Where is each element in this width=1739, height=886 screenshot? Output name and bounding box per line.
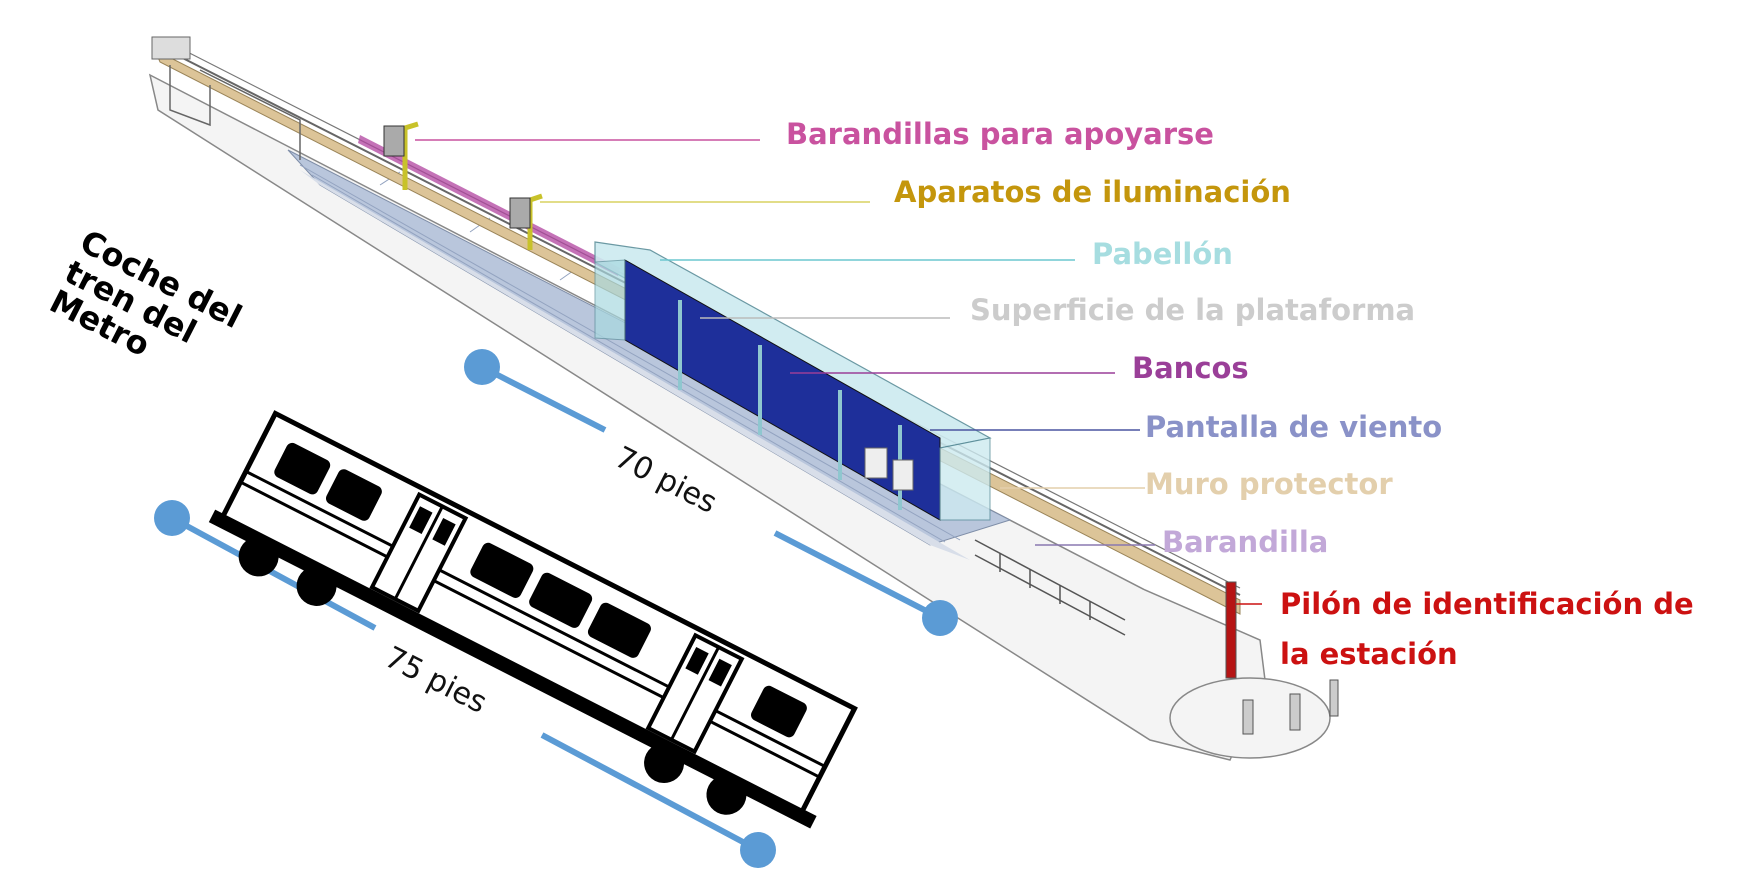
- dimension-endpoint: [464, 349, 500, 385]
- station-pylon: [1225, 581, 1237, 679]
- label-platform-surface: Superficie de la plataforma: [970, 293, 1416, 327]
- label-pavilion: Pabellón: [1092, 237, 1233, 271]
- dimension-endpoint: [922, 600, 958, 636]
- lighting-fixtures: [383, 121, 543, 250]
- label-pylon-line2: la estación: [1280, 637, 1458, 671]
- dimension-train: [154, 500, 776, 868]
- label-lighting: Aparatos de iluminación: [894, 175, 1291, 209]
- label-handrails-lean: Barandillas para apoyarse: [786, 117, 1214, 151]
- dimension-endpoint: [740, 832, 776, 868]
- front-railing: [974, 539, 1126, 636]
- metro-train-car: [208, 410, 858, 829]
- pavilion: [594, 241, 992, 521]
- label-pylon-line1: Pilón de identificación de: [1280, 587, 1694, 621]
- label-windscreen: Pantalla de viento: [1145, 410, 1443, 444]
- label-protective-wall: Muro protector: [1145, 467, 1393, 501]
- leader-lines: [415, 139, 1262, 605]
- platform-surface-lower: [300, 170, 970, 560]
- label-railing: Barandilla: [1162, 525, 1329, 559]
- trash-bin: [864, 447, 888, 479]
- dimension-platform: [464, 349, 958, 636]
- bench-strip: [358, 135, 620, 276]
- end-box: [151, 36, 191, 60]
- label-benches: Bancos: [1132, 351, 1249, 385]
- dimension-endpoint: [154, 500, 190, 536]
